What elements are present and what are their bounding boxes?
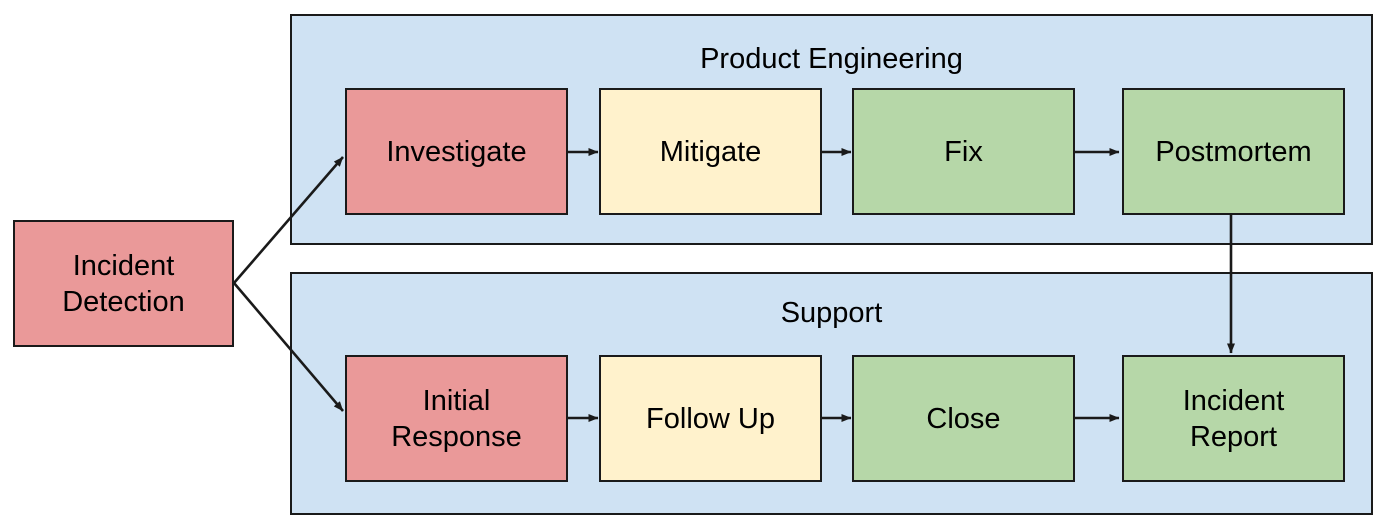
- node-label-fix: Fix: [944, 134, 983, 170]
- label-line: Mitigate: [659, 135, 762, 168]
- node-fix[interactable]: Fix: [852, 88, 1075, 215]
- node-label-incident-detection: Incident Detection: [62, 248, 185, 320]
- node-label-investigate: Investigate: [386, 134, 526, 170]
- label-line: Detection: [62, 285, 185, 318]
- label-line: Response: [391, 420, 522, 453]
- swimlane-title-product-engineering: Product Engineering: [700, 43, 963, 75]
- label-line: Incident: [72, 249, 175, 282]
- swimlane-title-support: Support: [780, 297, 883, 329]
- node-label-incident-report: Incident Report: [1183, 383, 1285, 455]
- node-initial-response[interactable]: Initial Response: [345, 355, 568, 482]
- label-line: Investigate: [386, 135, 527, 168]
- label-line: Postmortem: [1155, 135, 1312, 168]
- node-label-follow-up: Follow Up: [646, 401, 775, 437]
- node-incident-report[interactable]: Incident Report: [1122, 355, 1345, 482]
- label-line: Close: [926, 402, 1001, 435]
- node-follow-up[interactable]: Follow Up: [599, 355, 822, 482]
- label-line: Incident: [1182, 384, 1285, 417]
- node-label-initial-response: Initial Response: [391, 383, 522, 455]
- label-line: Initial: [422, 384, 491, 417]
- label-line: Fix: [944, 135, 983, 168]
- node-incident-detection[interactable]: Incident Detection: [13, 220, 234, 347]
- node-mitigate[interactable]: Mitigate: [599, 88, 822, 215]
- node-investigate[interactable]: Investigate: [345, 88, 568, 215]
- node-label-postmortem: Postmortem: [1155, 134, 1311, 170]
- node-label-mitigate: Mitigate: [660, 134, 762, 170]
- label-line: Follow Up: [646, 402, 775, 435]
- node-postmortem[interactable]: Postmortem: [1122, 88, 1345, 215]
- node-close[interactable]: Close: [852, 355, 1075, 482]
- node-label-close: Close: [926, 401, 1000, 437]
- label-line: Report: [1189, 420, 1278, 453]
